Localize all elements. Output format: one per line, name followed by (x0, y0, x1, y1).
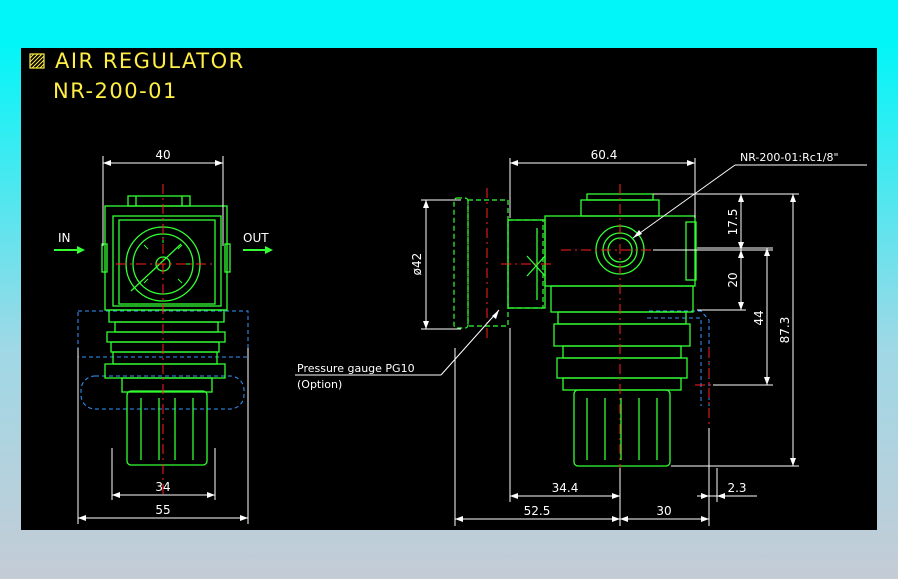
dim-side-h1: 17.5 (726, 209, 740, 236)
dim-side-h2: 20 (726, 272, 740, 287)
gauge-callout-line2: (Option) (297, 378, 342, 391)
title-line1: AIR REGULATOR (55, 49, 245, 73)
front-body (101, 195, 231, 466)
dim-front-bottom-inner: 34 (155, 480, 170, 494)
title-line2: NR-200-01 (53, 79, 178, 103)
dim-side-bottom-a: 34.4 (552, 481, 579, 495)
dim-side-bottom-b: 2.3 (727, 481, 746, 495)
dim-side-h3: 44 (752, 310, 766, 325)
gauge-callout-line1: Pressure gauge PG10 (297, 362, 415, 375)
port-callout-leader (632, 164, 867, 239)
side-dimension-lines (421, 158, 799, 526)
front-dimension-arrows (78, 160, 248, 521)
dim-side-top: 60.4 (591, 148, 618, 162)
side-view: NR-200-01:Rc1/8" Pressure gauge PG10 (Op… (295, 148, 867, 526)
side-dimension-arrows (423, 160, 796, 522)
port-callout-label: NR-200-01:Rc1/8" (740, 151, 839, 164)
front-centerlines (116, 184, 213, 496)
dim-side-h4: 87.3 (778, 317, 792, 344)
gauge-callout-arrow (492, 310, 499, 319)
gauge-callout-leader (295, 309, 500, 376)
dim-front-width: 40 (155, 148, 170, 162)
out-label: OUT (243, 231, 269, 245)
front-view: IN OUT 40 34 55 (54, 148, 273, 524)
dim-side-bottom-d: 30 (656, 504, 671, 518)
drawing-canvas: AIR REGULATOR NR-200-01 (21, 48, 877, 530)
side-body (507, 193, 697, 467)
title-block: AIR REGULATOR NR-200-01 (29, 49, 245, 103)
in-arrow-icon (54, 246, 85, 254)
out-arrow-icon (243, 246, 273, 254)
dim-side-bottom-c: 52.5 (524, 504, 551, 518)
cad-drawing: AIR REGULATOR NR-200-01 (29, 49, 867, 526)
port-callout-arrow (633, 230, 642, 238)
front-dimension-lines (77, 156, 249, 524)
title-hatch-icon (29, 53, 45, 69)
dim-front-bottom-outer: 55 (155, 503, 170, 517)
in-label: IN (58, 231, 71, 245)
dim-side-gauge-dia: ø42 (410, 253, 424, 276)
